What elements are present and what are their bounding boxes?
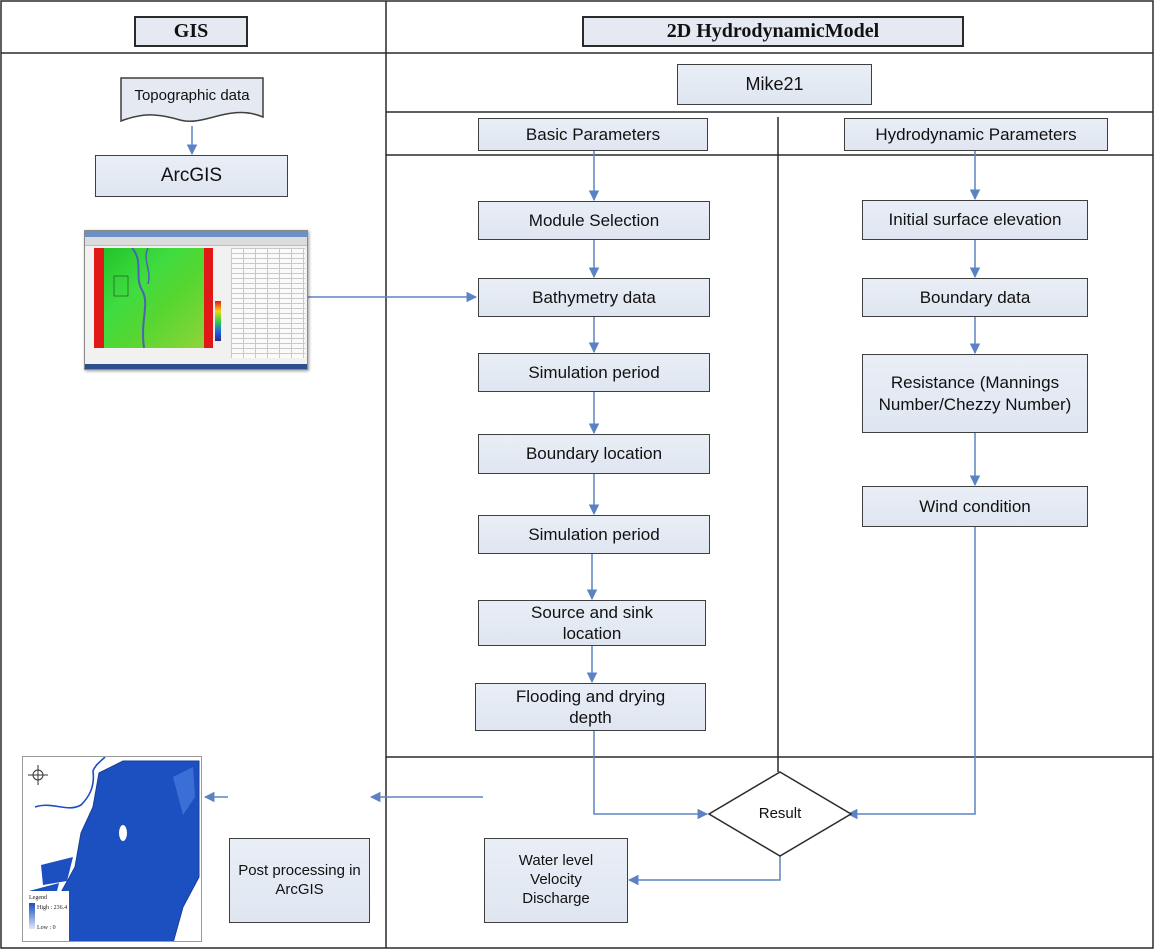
hydrodynamic-parameters-box: Hydrodynamic Parameters	[844, 118, 1108, 151]
gis-column-header: GIS	[134, 16, 248, 47]
flooding-drying-depth-box: Flooding and drying depth	[475, 683, 706, 731]
outputs-box: Water level Velocity Discharge	[484, 838, 628, 923]
module-selection-box: Module Selection	[478, 201, 710, 240]
arcgis-screenshot	[84, 230, 308, 370]
result-label: Result	[758, 804, 802, 822]
simulation-period-2-box: Simulation period	[478, 515, 710, 554]
result-diamond	[707, 771, 853, 857]
boundary-location-box: Boundary location	[478, 434, 710, 474]
arrow-wind-result	[846, 527, 976, 820]
legend-title: Legend	[29, 895, 47, 901]
arrow-flooding-result	[593, 731, 709, 820]
boundary-data-box: Boundary data	[862, 278, 1088, 317]
arrow-result-outputs	[627, 855, 781, 886]
bathymetry-data-box: Bathymetry data	[478, 278, 710, 317]
initial-surface-elevation-box: Initial surface elevation	[862, 200, 1088, 240]
resistance-box: Resistance (Mannings Number/Chezzy Numbe…	[862, 354, 1088, 433]
wind-condition-box: Wind condition	[862, 486, 1088, 527]
north-arrow-icon	[28, 765, 48, 785]
topographic-data-shape	[120, 77, 264, 123]
simulation-period-box: Simulation period	[478, 353, 710, 392]
basic-parameters-box: Basic Parameters	[478, 118, 708, 151]
topographic-data-label: Topographic data	[134, 86, 250, 104]
connector-arrows	[186, 126, 981, 886]
source-sink-location-box: Source and sink location	[478, 600, 706, 646]
arcgis-box: ArcGIS	[95, 155, 288, 197]
legend-high: High : 236.4	[37, 905, 67, 911]
mike21-box: Mike21	[677, 64, 872, 105]
model-column-header: 2D HydrodynamicModel	[582, 16, 964, 47]
result-map-image: Legend High : 236.4 Low : 0	[22, 756, 202, 942]
post-processing-box: Post processing in ArcGIS	[229, 838, 370, 923]
legend-low: Low : 0	[37, 925, 56, 931]
